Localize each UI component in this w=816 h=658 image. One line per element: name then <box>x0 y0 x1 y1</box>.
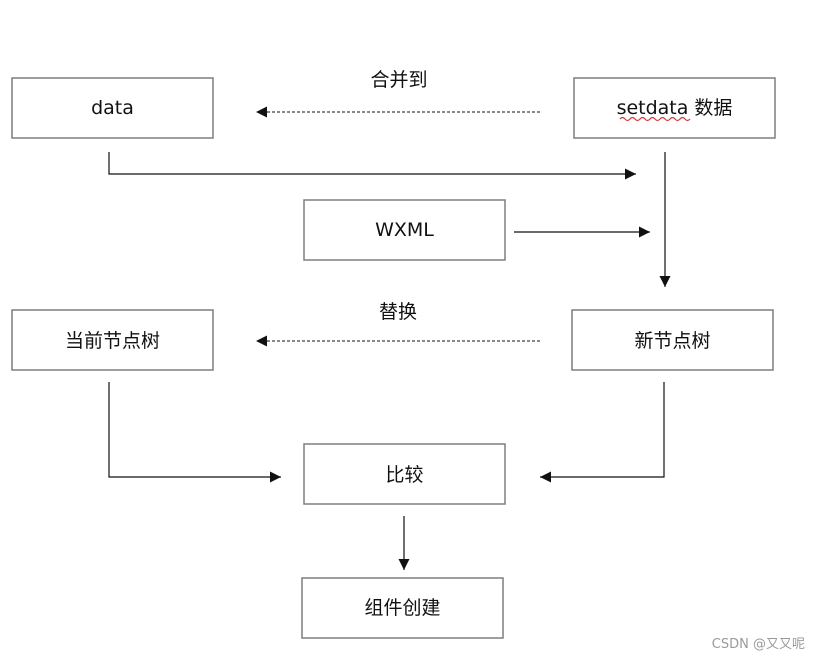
node-create-label: 组件创建 <box>364 597 440 619</box>
edge-data-to-newtree-arrow <box>108 152 636 180</box>
node-current-tree: 当前节点树 <box>11 309 214 371</box>
edge-new-to-compare-arrow <box>540 382 665 483</box>
edge-current-to-compare-arrow <box>108 382 281 483</box>
node-new-tree: 新节点树 <box>571 309 774 371</box>
edge-label-merge: 合并到 <box>370 69 427 91</box>
node-data-label: data <box>91 97 134 119</box>
node-setdata-label: setdata 数据 <box>617 97 733 119</box>
node-current-tree-label: 当前节点树 <box>65 330 160 352</box>
node-wxml: WXML <box>303 199 506 261</box>
node-compare-label: 比较 <box>385 464 423 486</box>
node-compare: 比较 <box>303 443 506 505</box>
spellcheck-squiggle <box>619 116 691 122</box>
node-setdata: setdata 数据 <box>573 77 776 139</box>
node-new-tree-label: 新节点树 <box>634 330 710 352</box>
node-wxml-label: WXML <box>375 219 434 241</box>
edge-label-replace: 替换 <box>379 301 417 323</box>
node-create: 组件创建 <box>301 577 504 639</box>
node-data: data <box>11 77 214 139</box>
watermark: CSDN @又又呢 <box>712 637 805 652</box>
